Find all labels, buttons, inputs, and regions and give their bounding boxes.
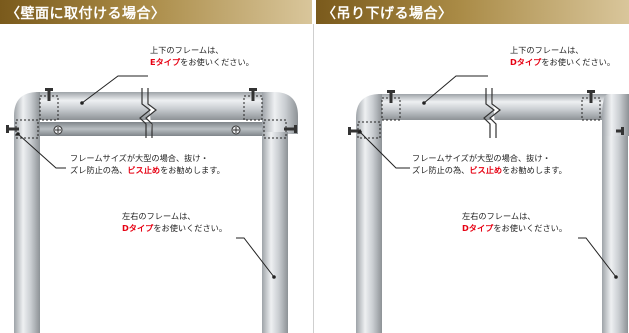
screw-recommendation-note: フレームサイズが大型の場合、抜け・ ズレ防止の為、ビス止めをお勧めします。 [412,153,567,175]
hanging-frame-diagram [348,75,629,333]
wall-mount-frame-diagram [6,75,298,333]
wall-mount-panel: 〈壁面に取付ける場合〉 [0,0,312,333]
screw-note-leader [17,133,66,169]
hanging-title: 〈吊り下げる場合〉 [322,6,453,22]
wall-mount-title: 〈壁面に取付ける場合〉 [6,6,166,22]
rear-support-bar [34,122,266,136]
panel-divider-line [313,24,314,333]
right-frame-rail [602,134,628,333]
top-note-leader [81,75,148,104]
left-corner [14,92,40,134]
left-corner [356,94,382,136]
panel-divider [312,0,316,333]
side-frame-note: 左右のフレームは、 Dタイプをお使いください。 [122,211,228,233]
right-frame-rail [262,132,288,333]
screw-icon [348,90,624,135]
screw-note-leader [359,131,410,169]
left-frame-rail [356,134,382,333]
break-mark [489,88,501,138]
screw-hole-icon [53,125,241,135]
side-note-leader [578,237,617,278]
side-note-leader [236,237,275,278]
left-frame-rail [14,132,40,333]
wall-mount-header: 〈壁面に取付ける場合〉 [0,0,312,24]
hanging-header: 〈吊り下げる場合〉 [316,0,629,24]
right-corner [262,92,298,134]
top-note-leader [423,75,488,104]
side-frame-note: 左右のフレームは、 Dタイプをお使いください。 [462,211,568,233]
screw-recommendation-note: フレームサイズが大型の場合、抜け・ ズレ防止の為、ビス止めをお勧めします。 [70,153,225,175]
hanging-panel: 〈吊り下げる場合〉 [316,0,629,333]
top-frame-note: 上下のフレームは、 Dタイプをお使いください。 [510,45,616,67]
top-frame-note: 上下のフレームは、 Eタイプをお使いください。 [150,45,254,67]
screw-icon [6,88,297,133]
break-mark [145,88,157,138]
right-corner [602,94,629,136]
